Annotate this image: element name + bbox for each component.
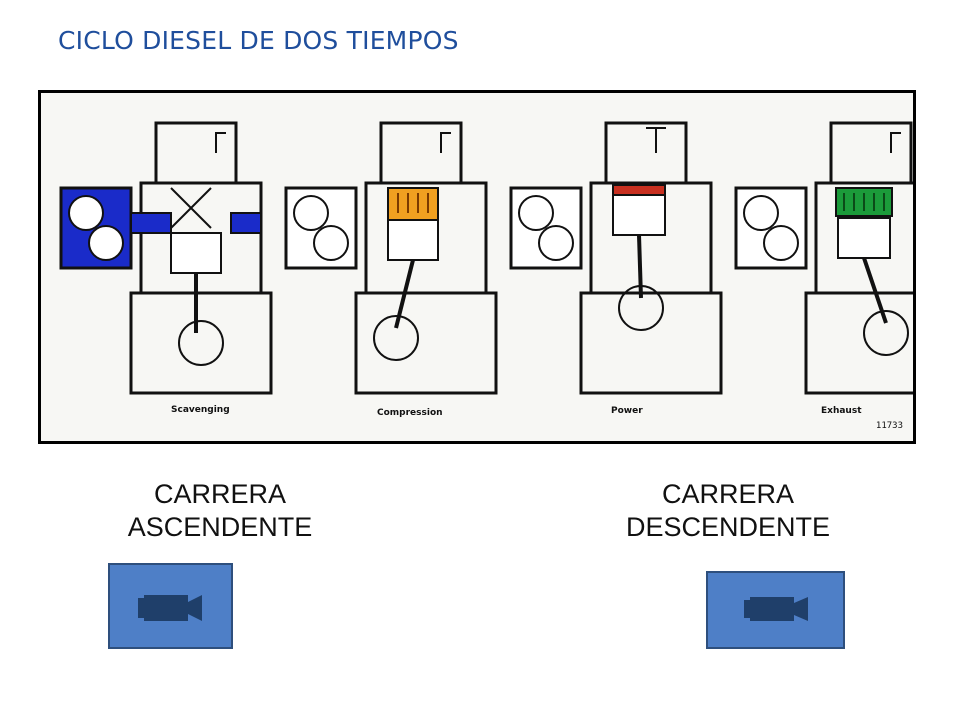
- ascending-stroke-label: CARRERA ASCENDENTE: [127, 479, 313, 542]
- combustion-flame: [612, 184, 666, 196]
- blower-rotor-bottom: [88, 225, 124, 261]
- stage-label-scavenging: Scavenging: [171, 405, 230, 415]
- piston: [170, 232, 222, 274]
- video-camera-icon: [138, 595, 202, 621]
- descending-video-button[interactable]: [706, 571, 845, 649]
- stage-label-compression: Compression: [377, 408, 443, 418]
- stage-compression: [284, 121, 498, 395]
- stage-label-exhaust: Exhaust: [821, 406, 862, 416]
- compressed-air-charge: [387, 187, 439, 221]
- video-camera-icon: [744, 597, 808, 621]
- scavenge-port: [230, 212, 262, 234]
- blower-rotor-top: [68, 195, 104, 231]
- stage-scavenging: [59, 121, 273, 395]
- exhaust-gases: [835, 187, 893, 217]
- crankcase: [129, 291, 273, 395]
- ascending-video-button[interactable]: [108, 563, 233, 649]
- two-stroke-diesel-diagram: Scavenging Compression Power Exhaust 117…: [38, 90, 916, 444]
- figure-number: 11733: [875, 421, 903, 431]
- stage-power: [509, 121, 723, 395]
- air-box: [130, 212, 172, 234]
- stage-label-power: Power: [611, 406, 643, 416]
- slide-title: CICLO DIESEL DE DOS TIEMPOS: [58, 26, 459, 55]
- injector: [215, 132, 226, 153]
- air-flow-arrows: [170, 187, 212, 229]
- crankshaft: [178, 320, 224, 366]
- stage-exhaust: [734, 121, 913, 395]
- descending-stroke-label: CARRERA DESCENDENTE: [625, 479, 831, 542]
- engine-stages-svg: [59, 121, 913, 395]
